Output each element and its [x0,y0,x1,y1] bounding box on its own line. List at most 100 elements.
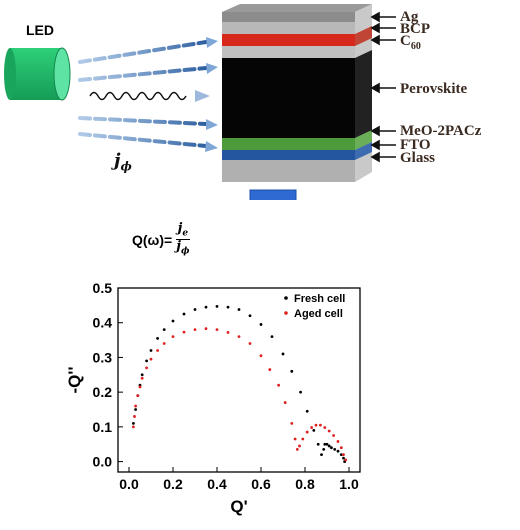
data-point-aged [283,401,287,404]
x-tick-label: 0.4 [207,476,227,492]
data-point-aged [344,458,348,462]
down-arrow-icon [249,189,297,200]
data-point-fresh [140,373,144,377]
data-point-aged [314,423,318,427]
data-point-aged [171,335,175,339]
data-point-aged [248,342,252,345]
label-perovskite: Perovskite [400,81,468,97]
data-point-aged [134,404,138,408]
data-point-aged [140,376,144,380]
data-point-aged [293,437,297,441]
data-point-fresh [325,442,329,446]
num-j: j [177,221,183,236]
data-point-aged [342,453,345,457]
light-beams [78,37,218,152]
data-point-fresh [336,449,340,453]
plot-frame [117,287,361,473]
data-point-fresh [312,428,316,432]
den-j: j [176,239,181,255]
data-point-fresh [281,352,285,356]
photocurrent-subscript: ϕ [120,159,132,174]
layer-fto [222,150,355,160]
data-point-fresh [259,323,263,326]
y-tick-label: 0.5 [93,280,113,296]
legend-label: Fresh cell [294,293,345,305]
led-label: LED [26,22,54,38]
layer-pointer-arrows [370,11,396,163]
x-tick-label: 0.6 [251,476,271,492]
legend-label: Aged cell [294,308,343,320]
data-point-fresh [134,408,138,411]
data-point-fresh [327,444,331,448]
num-sub: e [182,228,189,239]
data-point-fresh [330,446,333,450]
data-point-fresh [162,328,166,332]
data-point-aged [138,385,142,389]
equation-fraction: je jϕ [174,221,191,258]
data-point-fresh [204,305,208,309]
x-tick-label: 0.0 [119,476,139,492]
data-point-fresh [145,359,149,363]
data-point-fresh [226,305,230,309]
label-c60-base: C [400,33,411,49]
data-point-aged [136,394,140,398]
device-schematic [4,4,396,200]
layer-bcp [222,22,355,34]
data-point-aged [277,383,280,387]
led-icon [4,47,71,101]
data-point-fresh [342,456,345,460]
data-point-aged [226,331,230,334]
data-point-fresh [171,319,175,323]
data-point-aged [204,327,208,331]
data-point-fresh [248,314,252,318]
label-c60-sub: 60 [410,41,421,52]
data-point-fresh [182,312,186,316]
label-c60: C60 [400,34,421,52]
data-point-aged [182,330,186,334]
y-tick-label: 0.4 [93,315,113,331]
data-point-aged [149,357,153,361]
label-bcp: BCP [400,21,430,37]
data-point-aged [298,444,301,448]
x-tick-label: 0.8 [295,476,315,492]
data-point-aged [237,335,241,339]
data-point-fresh [270,335,274,339]
legend-marker [284,311,288,315]
data-point-fresh [339,453,343,457]
data-point-fresh [305,409,309,413]
y-tick-label: 0.3 [93,349,113,365]
data-point-aged [295,448,299,451]
x-axis-label: Q' [230,497,247,516]
label-glass: Glass [400,150,436,166]
y-tick-label: 0.1 [93,419,113,435]
layer-spacer [222,46,355,58]
transfer-function-equation: Q(ω)= je jϕ [132,221,191,258]
data-point-aged [162,342,166,345]
data-point-fresh [323,442,327,446]
data-point-aged [323,426,327,429]
data-point-aged [332,434,335,437]
data-point-fresh [149,349,153,352]
data-point-aged [268,368,272,371]
data-point-aged [133,415,136,418]
data-point-fresh [320,453,323,457]
photon-wave [89,91,187,101]
y-axis-label: -Q'' [65,367,84,394]
x-tick-label: 1.0 [339,476,359,492]
data-point-aged [339,446,343,450]
data-point-aged [301,437,305,441]
data-point-aged [193,328,197,332]
data-point-aged [290,421,294,425]
y-tick-label: 0.2 [93,384,113,400]
data-point-aged [305,430,309,434]
data-point-aged [215,328,219,332]
x-tick-label: 0.2 [163,476,183,492]
data-point-fresh [132,421,135,425]
data-point-aged [310,426,313,429]
legend-marker [284,296,288,300]
data-point-aged [319,423,322,427]
device-stack [222,4,372,182]
data-point-fresh [299,390,302,394]
data-point-fresh [316,442,320,446]
